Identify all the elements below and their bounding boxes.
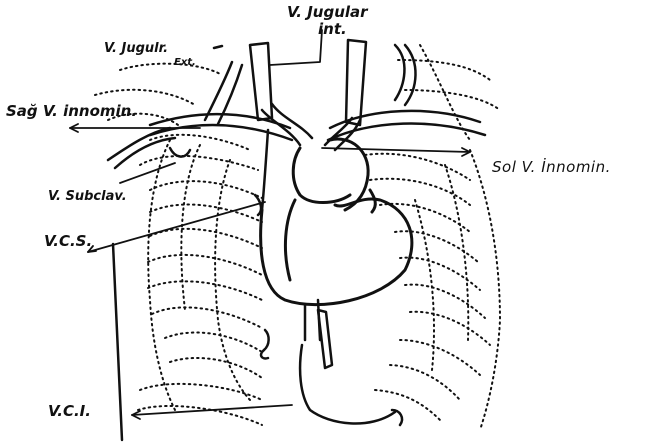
- label-sol-v-innomin: Sol V. İnnomin.: [492, 160, 611, 175]
- label-v-jugular-int-suffix: int.: [318, 22, 347, 37]
- label-sag-v-innomin: Sağ V. innomin.: [6, 104, 137, 119]
- label-v-jugulr-ext: V. Jugulr.: [104, 42, 168, 55]
- label-v-subclav: V. Subclav.: [48, 190, 127, 203]
- jugular-veins: [205, 40, 416, 150]
- left-border-line: [113, 244, 122, 440]
- heart: [261, 139, 412, 305]
- label-vcs: V.C.S.: [44, 234, 92, 249]
- rib-cage-right: [365, 45, 500, 430]
- vena-cava: [255, 130, 402, 425]
- label-v-jugular-int: V. Jugular: [287, 5, 368, 20]
- label-v-jugulr-ext-suffix: Ext.: [174, 58, 196, 68]
- label-vci: V.C.I.: [48, 404, 91, 419]
